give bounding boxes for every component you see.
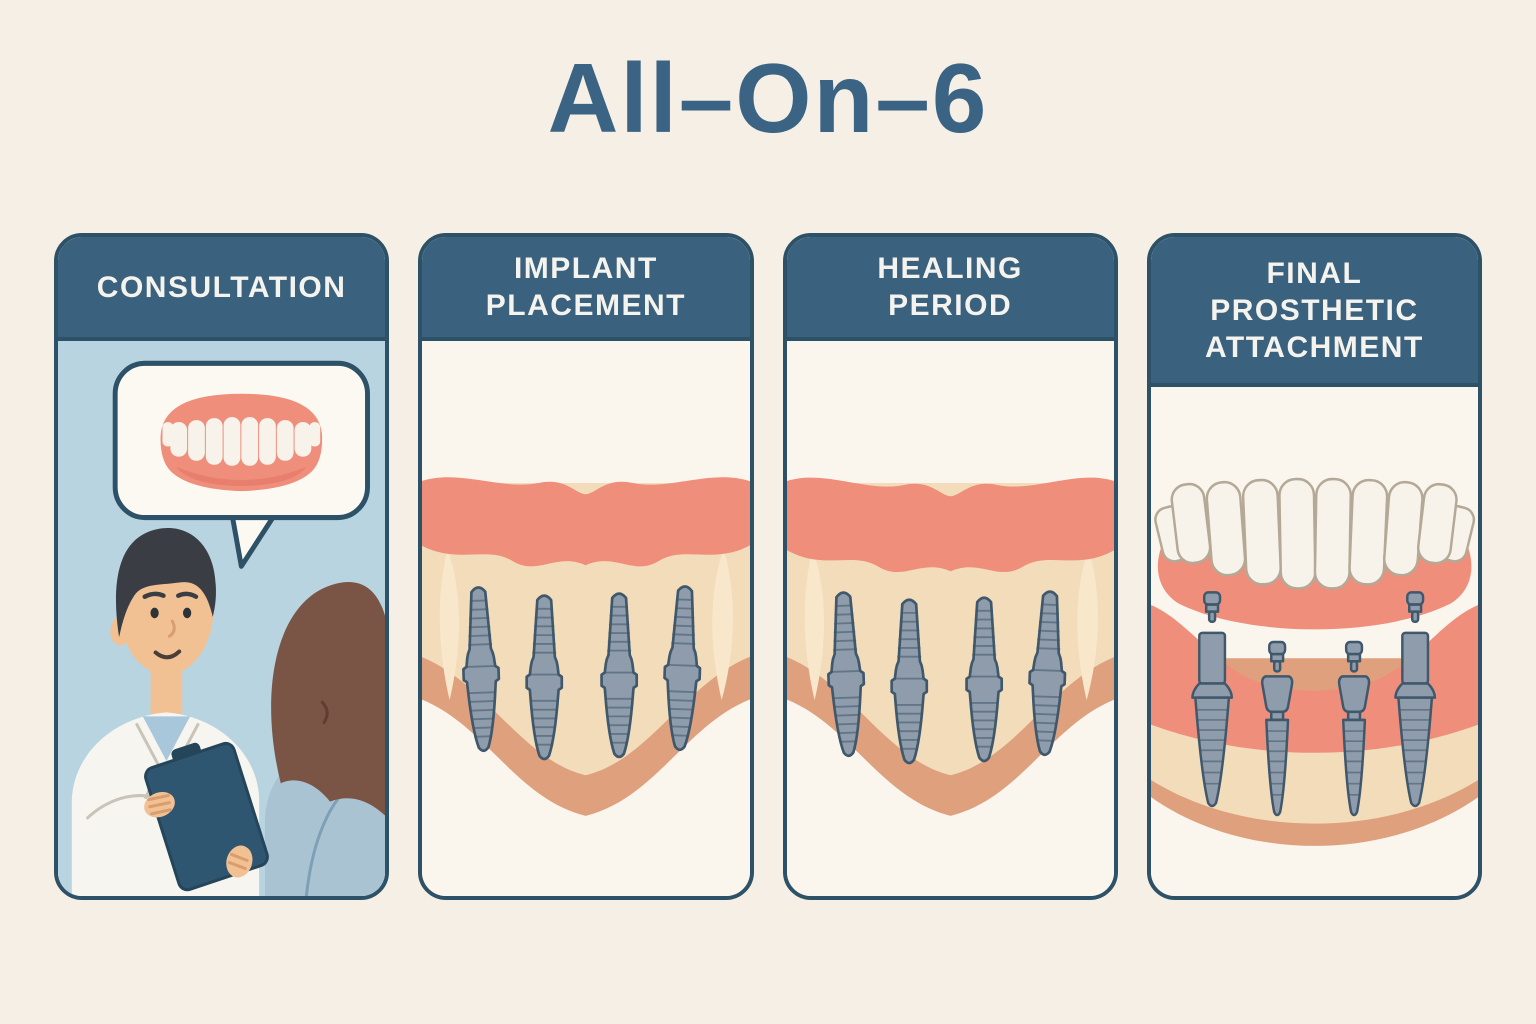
- abutment-screw-icon: [1344, 640, 1363, 673]
- final-attachment-illustration: [1150, 387, 1478, 896]
- abutment-screw-icon: [1267, 640, 1287, 673]
- page-title: All–On–6: [547, 43, 989, 153]
- patient-figure: [264, 582, 386, 896]
- jaw-cross-section: [422, 477, 750, 816]
- step-title-line: PLACEMENT: [485, 289, 686, 322]
- consultation-illustration: [58, 341, 386, 896]
- implant-post-icon: [1393, 631, 1436, 808]
- implant-post-icon: [1337, 675, 1371, 817]
- healing-period-illustration: [786, 341, 1114, 896]
- step-card-consultation: CONSULTATION: [54, 233, 390, 900]
- gum-band: [422, 477, 750, 567]
- step-title-line: ATTACHMENT: [1204, 330, 1424, 364]
- step-title-line: FINAL: [1266, 256, 1363, 290]
- abutment-screw-icon: [1202, 591, 1221, 624]
- step-card-final-prosthetic-attachment: FINAL PROSTHETIC ATTACHMENT: [1146, 233, 1482, 900]
- implant-post-icon: [1260, 675, 1294, 817]
- implant-row: [1190, 631, 1436, 817]
- step-header-final-prosthetic-attachment: FINAL PROSTHETIC ATTACHMENT: [1150, 237, 1478, 387]
- step-title-line: PROSTHETIC: [1210, 293, 1419, 327]
- gum-band: [786, 477, 1114, 573]
- steps-row: CONSULTATION: [54, 233, 1482, 900]
- gum-saddle: [1150, 604, 1478, 753]
- step-header-consultation: CONSULTATION: [58, 237, 386, 341]
- consultation-body: [58, 341, 386, 896]
- step-title-line: HEALING: [877, 252, 1023, 285]
- dentist-figure: [71, 527, 269, 896]
- step-header-healing-period: HEALING PERIOD: [786, 237, 1114, 341]
- abutment-screw-icon: [1405, 591, 1425, 624]
- denture-icon: [160, 393, 323, 492]
- step-title-line: PERIOD: [888, 289, 1013, 322]
- step-card-healing-period: HEALING PERIOD: [782, 233, 1118, 900]
- step-card-implant-placement: IMPLANT PLACEMENT: [418, 233, 754, 900]
- jaw-ridge: [1150, 604, 1478, 846]
- implant-post-icon: [1190, 631, 1233, 808]
- implant-placement-illustration: [422, 341, 750, 896]
- step-header-implant-placement: IMPLANT PLACEMENT: [422, 237, 750, 341]
- final-attachment-body: [1150, 387, 1478, 896]
- step-title-line: IMPLANT: [513, 252, 658, 285]
- abutment-screws: [1202, 591, 1425, 673]
- implant-placement-body: [422, 341, 750, 896]
- prosthetic-arch: [1153, 477, 1475, 630]
- healing-period-body: [786, 341, 1114, 896]
- step-title-line: CONSULTATION: [96, 270, 347, 304]
